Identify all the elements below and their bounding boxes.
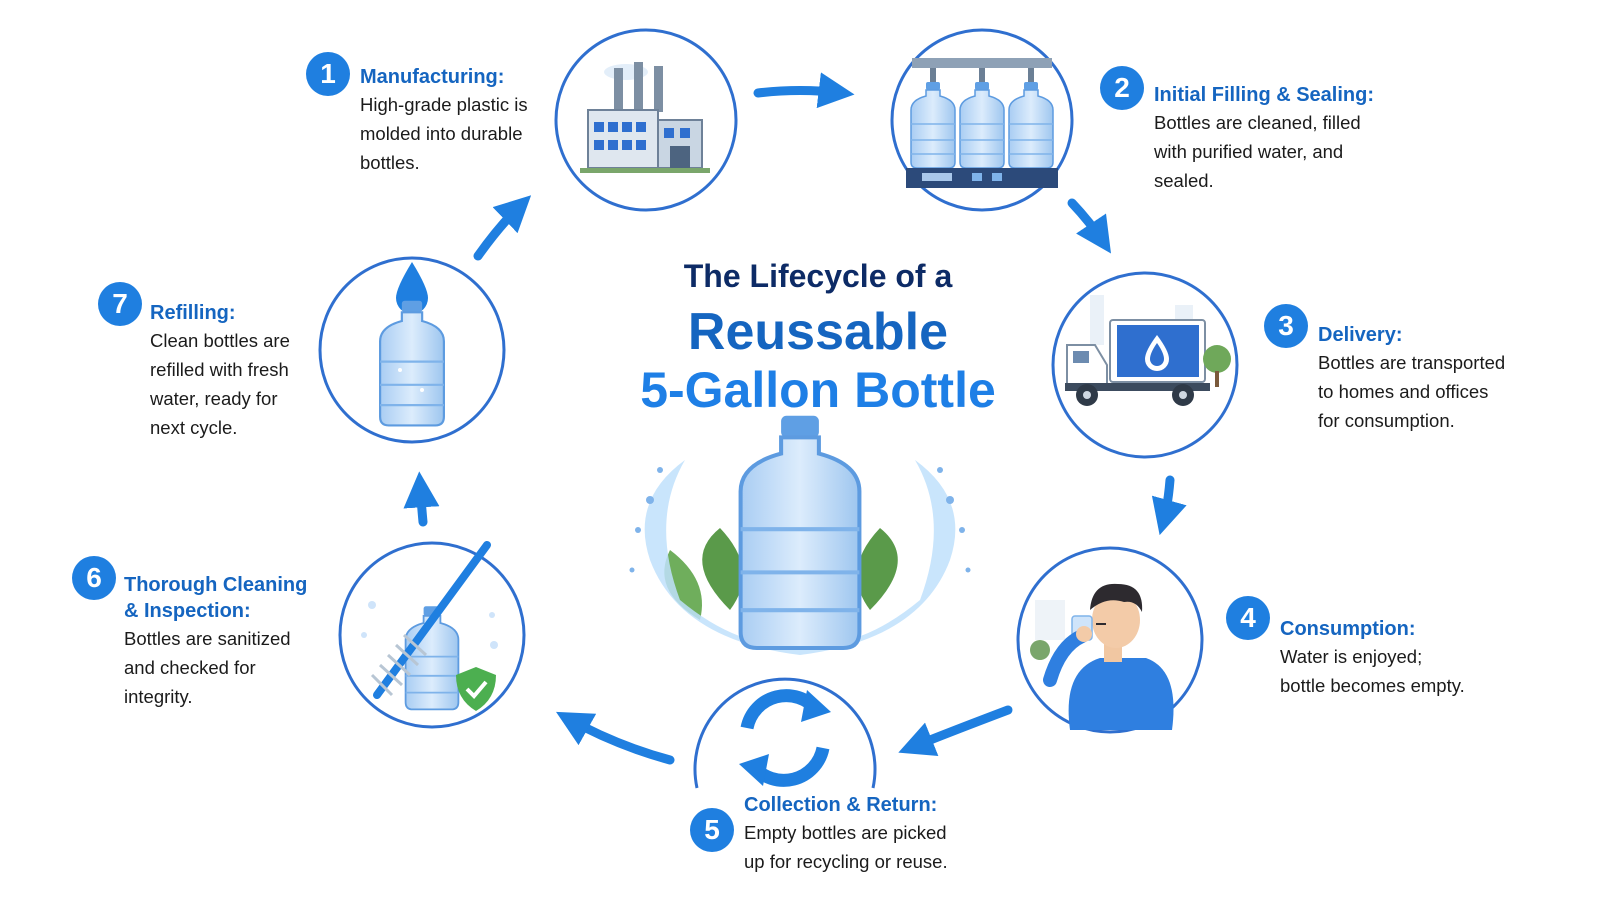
step-3-title: Delivery: xyxy=(1318,324,1403,346)
step-5-badge: 5 xyxy=(690,808,734,852)
step-7-title: Refilling: xyxy=(150,302,236,324)
step-2-badge: 2 xyxy=(1100,66,1144,110)
step-1-title: Manufacturing: xyxy=(360,66,505,88)
hero-bottle-icon xyxy=(741,416,860,648)
step-2-illustration xyxy=(890,28,1074,212)
step-1-description: High-grade plastic is molded into durabl… xyxy=(360,94,528,173)
center-illustration xyxy=(629,416,971,655)
arrow-6-to-7 xyxy=(403,471,440,527)
cycle-arrows xyxy=(403,72,1187,765)
step-6-text: Thorough Cleaning & Inspection: Bottles … xyxy=(124,572,307,711)
step-1-illustration xyxy=(554,28,738,212)
step-6-badge: 6 xyxy=(72,556,116,600)
person-drinking-icon xyxy=(1030,583,1174,730)
water-drop-bottle-icon xyxy=(379,262,445,427)
step-3-badge: 3 xyxy=(1264,304,1308,348)
step-4-title: Consumption: xyxy=(1280,618,1416,640)
step-6-description: Bottles are sanitized and checked for in… xyxy=(124,628,291,707)
step-2-title: Initial Filling & Sealing: xyxy=(1154,84,1375,106)
step-5-illustration xyxy=(693,677,877,789)
leaf-icon xyxy=(664,528,898,620)
step-4-text: Consumption: Water is enjoyed; bottle be… xyxy=(1280,616,1465,700)
arrow-5-to-6 xyxy=(556,711,675,765)
arrow-7-to-1 xyxy=(473,195,532,261)
step-7-description: Clean bottles are refilled with fresh wa… xyxy=(150,330,290,438)
step-7-text: Refilling: Clean bottles are refilled wi… xyxy=(150,300,290,442)
step-6-title: Thorough Cleaning & Inspection: xyxy=(124,574,308,622)
step-5-text: Collection & Return: Empty bottles are p… xyxy=(744,792,948,876)
delivery-truck-icon xyxy=(1065,295,1231,406)
title-line-1: The Lifecycle of a xyxy=(683,258,953,294)
step-7-badge: 7 xyxy=(98,282,142,326)
arrow-4-to-5 xyxy=(898,705,1013,757)
arrow-2-to-3 xyxy=(1067,198,1111,254)
step-3-description: Bottles are transported to homes and off… xyxy=(1318,352,1506,431)
step-6-illustration xyxy=(338,541,526,729)
step-1-badge: 1 xyxy=(306,52,350,96)
shield-check-icon xyxy=(456,667,496,711)
cleaning-brush-icon xyxy=(361,541,498,711)
step-1-text: Manufacturing: High-grade plastic is mol… xyxy=(360,64,528,177)
factory-icon xyxy=(580,62,710,173)
step-5-description: Empty bottles are picked up for recyclin… xyxy=(744,822,948,872)
arrow-1-to-2 xyxy=(753,72,855,109)
title-line-3: 5-Gallon Bottle xyxy=(640,362,996,418)
step-2-description: Bottles are cleaned, filled with purifie… xyxy=(1154,112,1361,191)
recycle-arrows-icon xyxy=(739,689,831,787)
step-4-illustration xyxy=(1016,546,1204,734)
filling-machine-icon xyxy=(906,58,1058,188)
step-4-description: Water is enjoyed; bottle becomes empty. xyxy=(1280,646,1465,696)
step-4-badge: 4 xyxy=(1226,596,1270,640)
arrow-3-to-4 xyxy=(1151,475,1187,536)
step-2-text: Initial Filling & Sealing: Bottles are c… xyxy=(1154,82,1374,195)
step-7-illustration xyxy=(318,256,506,444)
step-3-illustration xyxy=(1051,271,1239,459)
step-5-title: Collection & Return: xyxy=(744,794,938,816)
title-line-2: Reussable xyxy=(687,303,949,361)
step-3-text: Delivery: Bottles are transported to hom… xyxy=(1318,322,1505,435)
